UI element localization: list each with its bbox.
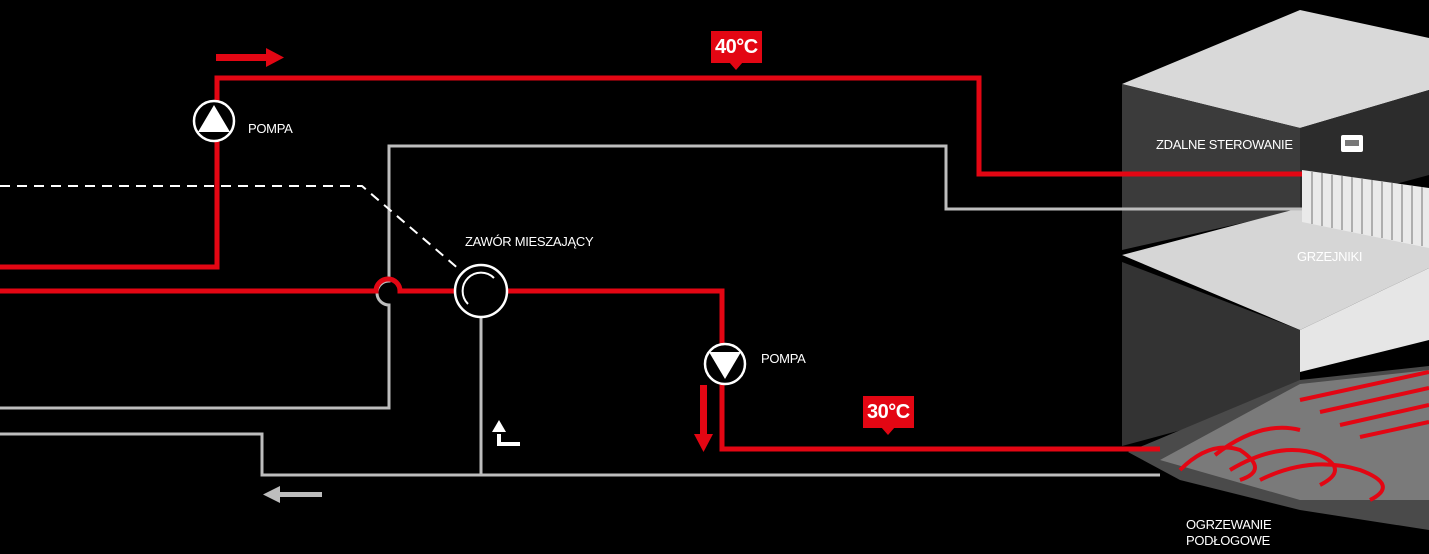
floor-heating-label: OGRZEWANIE PODŁOGOWE xyxy=(1186,517,1272,548)
temperature-badge-floor: 30°C xyxy=(863,396,914,435)
flow-arrow-down xyxy=(694,385,713,452)
pump-bottom-icon xyxy=(703,342,747,386)
mixing-valve-icon xyxy=(453,263,509,319)
radiator xyxy=(1302,170,1429,248)
pump-bottom-label: POMPA xyxy=(761,351,806,366)
control-signal-line xyxy=(0,185,461,271)
pump-top-label: POMPA xyxy=(248,121,293,136)
radiators-label: GRZEJNIKI xyxy=(1297,249,1363,264)
flow-arrow-supply-right xyxy=(216,48,284,67)
return-pipes xyxy=(0,144,1302,477)
temperature-badge-radiators: 40°C xyxy=(711,31,762,70)
remote-control-icon xyxy=(1341,135,1363,152)
floor-heating-coil xyxy=(1178,370,1429,502)
mixing-valve-label: ZAWÓR MIESZAJĄCY xyxy=(465,234,594,249)
flow-arrow-bypass-up xyxy=(492,420,520,446)
remote-control-label: ZDALNE STEROWANIE xyxy=(1156,137,1293,152)
flow-arrow-return-left xyxy=(263,486,322,503)
pump-top-icon xyxy=(192,99,236,143)
supply-pipes xyxy=(0,75,1302,452)
